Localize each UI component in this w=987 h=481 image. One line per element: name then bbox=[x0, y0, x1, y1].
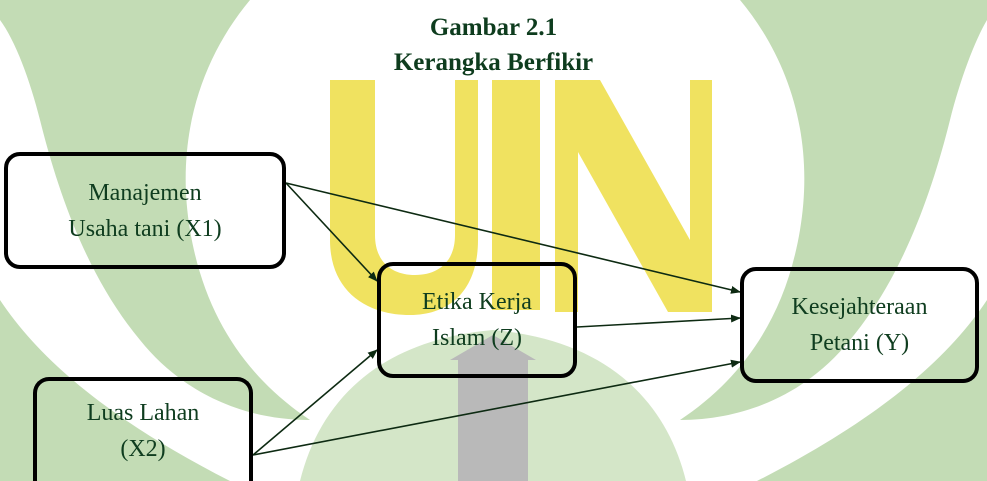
node-y-kesejahteraan-petani: Kesejahteraan Petani (Y) bbox=[740, 267, 979, 383]
node-z-label-line2: Islam (Z) bbox=[432, 325, 522, 351]
node-x1-label-line2: Usaha tani (X1) bbox=[68, 215, 222, 242]
watermark-building-roof-shape bbox=[450, 335, 536, 360]
watermark-left-leaf-shape bbox=[0, 0, 310, 420]
watermark-uin-letters bbox=[330, 80, 712, 315]
watermark-building bbox=[450, 335, 536, 481]
node-z-etika-kerja-islam: Etika Kerja Islam (Z) bbox=[377, 262, 577, 378]
watermark-letter-u-shape bbox=[330, 80, 478, 315]
node-x2-label-line1: Luas Lahan bbox=[86, 400, 200, 426]
node-x2-label-line2: (X2) bbox=[120, 436, 166, 462]
node-z-label-line1: Etika Kerja bbox=[422, 289, 532, 315]
node-y-label-line1: Kesejahteraan bbox=[791, 294, 928, 320]
arrow-x1-to-y bbox=[285, 182, 741, 294]
watermark-building-body-shape bbox=[458, 360, 528, 481]
node-x2-luas-lahan: Luas Lahan (X2) bbox=[33, 377, 253, 481]
watermark-letter-i-shape bbox=[492, 80, 540, 310]
node-y-label-line2: Petani (Y) bbox=[809, 330, 910, 356]
watermark-lower-right-shape bbox=[757, 300, 987, 481]
watermark-lower-left-shape bbox=[0, 300, 230, 481]
figure-title: Kerangka Berfikir bbox=[393, 49, 594, 76]
arrow-x2-to-z bbox=[252, 349, 378, 456]
arrow-x1-to-z bbox=[285, 182, 378, 282]
node-x1-manajemen-usaha-tani: Manajemen Usaha tani (X1) bbox=[4, 152, 286, 269]
arrow-z-to-y bbox=[576, 314, 741, 328]
watermark-letter-n-shape bbox=[555, 80, 712, 312]
arrow-x2-to-y bbox=[252, 359, 741, 456]
watermark-right-leaf-shape bbox=[680, 0, 987, 420]
node-x1-label-line1: Manajemen bbox=[88, 179, 202, 206]
figure-number: Gambar 2.1 bbox=[429, 14, 558, 41]
